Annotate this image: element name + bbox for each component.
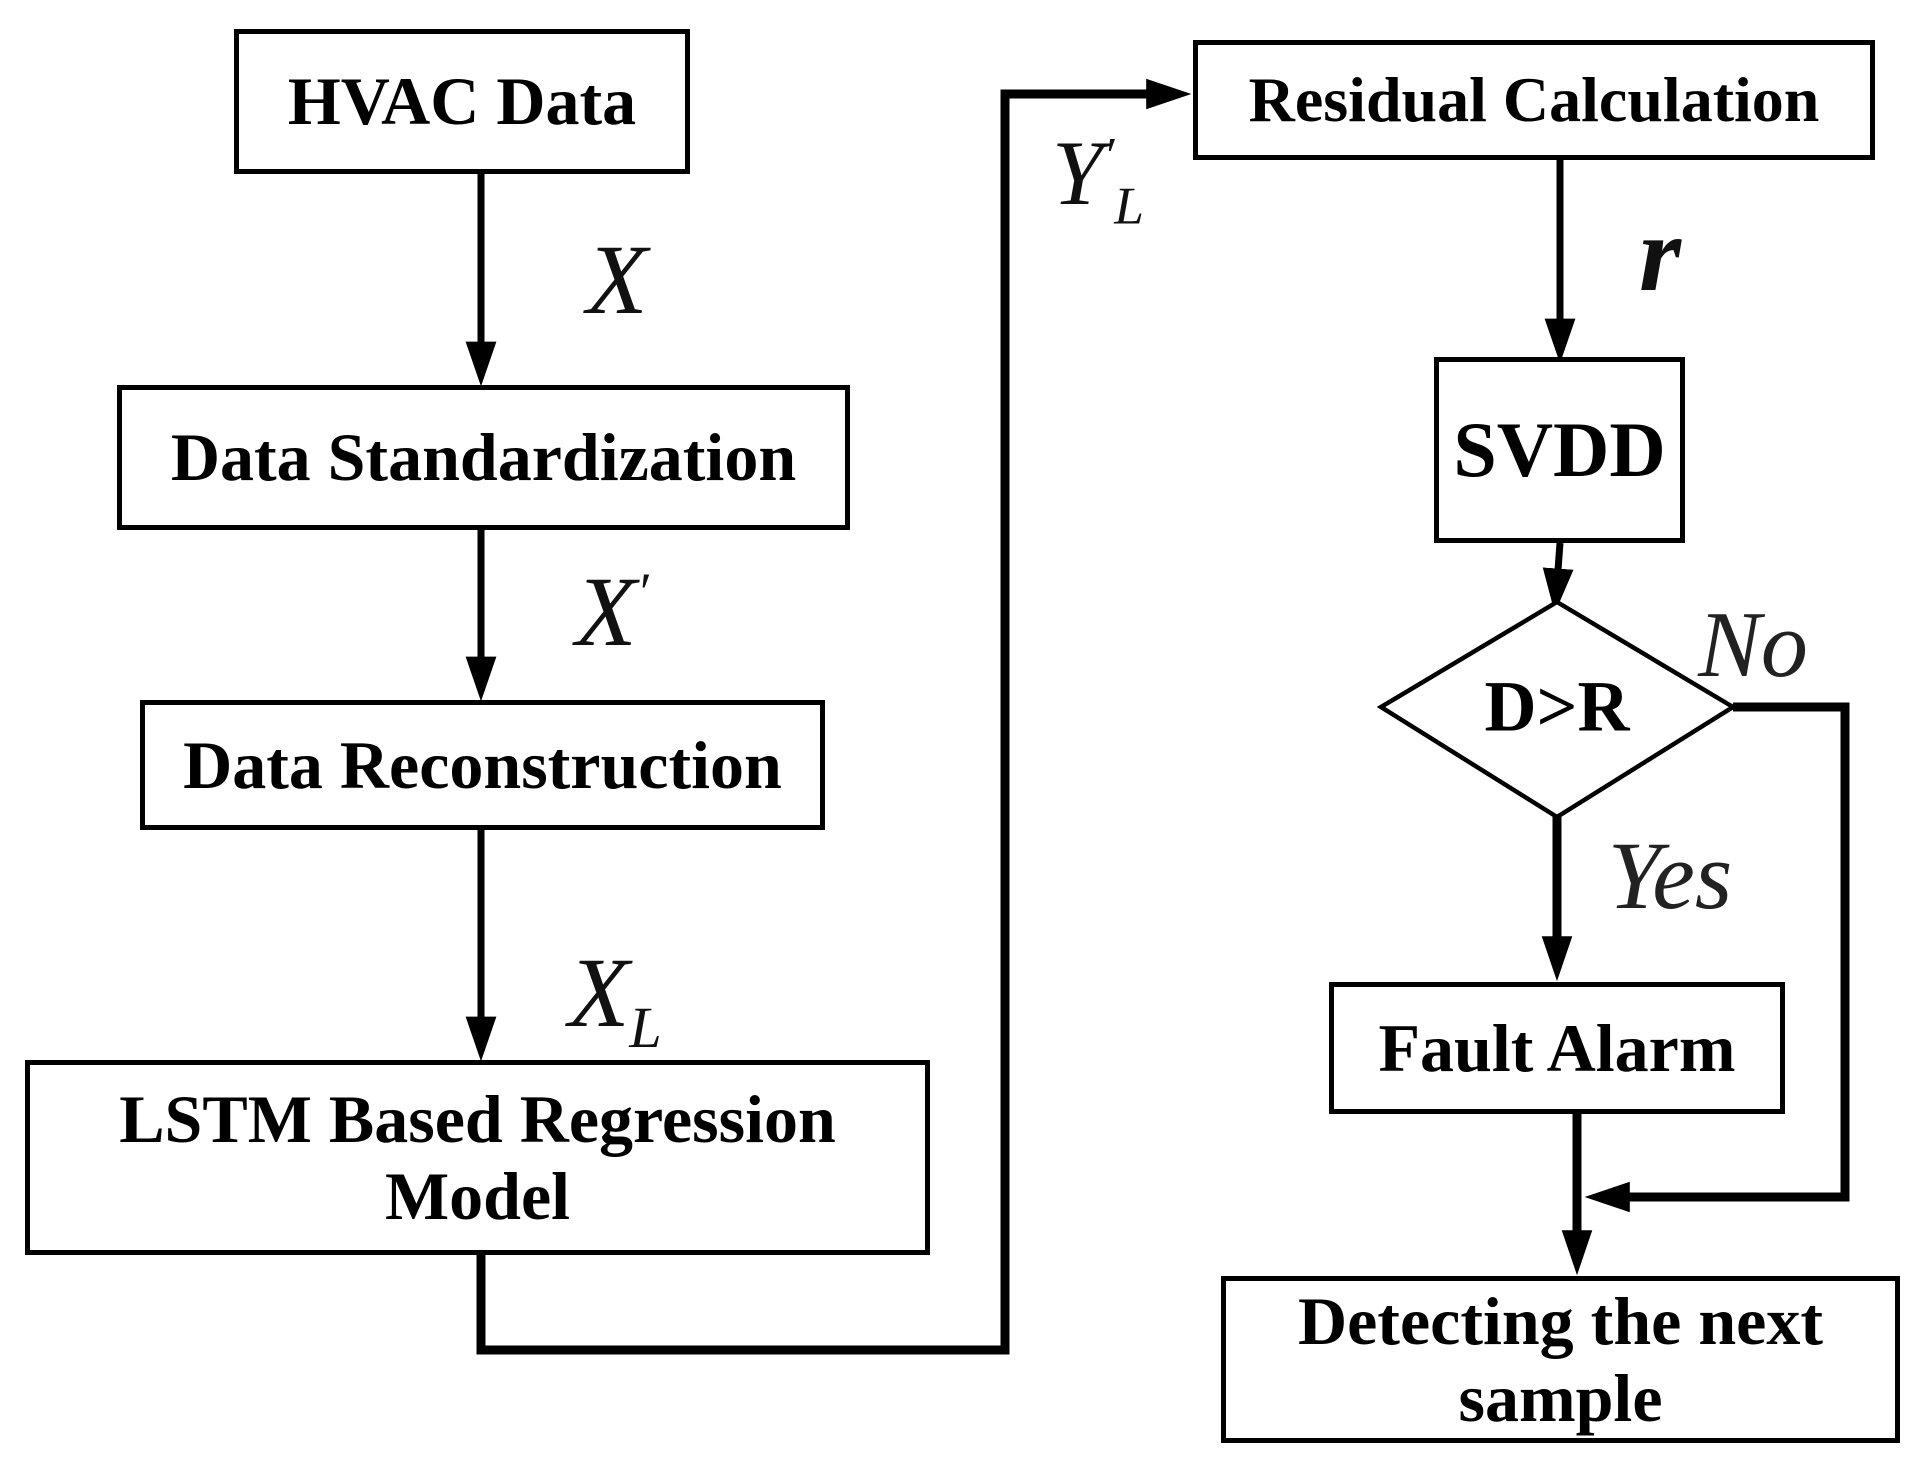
node-lstm-label-line2: Model [384, 1157, 571, 1234]
node-data-reconstruction-label: Data Reconstruction [183, 726, 782, 803]
node-fault-alarm-label: Fault Alarm [1378, 1009, 1736, 1086]
node-lstm-label-line1: LSTM Based Regression [119, 1081, 836, 1158]
node-lstm-regression-model: LSTM Based Regression Model [25, 1060, 930, 1255]
node-detecting-next-sample: Detecting the next sample [1221, 1276, 1900, 1443]
node-svdd: SVDD [1434, 357, 1685, 543]
node-fault-alarm: Fault Alarm [1329, 982, 1785, 1114]
decision-diamond-label: D>R [1484, 666, 1630, 747]
decision-diamond-shape [1376, 599, 1738, 820]
node-residual-calculation-label: Residual Calculation [1248, 64, 1820, 136]
node-residual-calculation: Residual Calculation [1193, 40, 1875, 160]
node-hvac-data-label: HVAC Data [287, 63, 637, 140]
edge-label-no: No [1698, 593, 1808, 697]
edge-decision-no-branch [1584, 702, 1850, 1213]
node-svdd-label: SVDD [1453, 406, 1666, 494]
edge-label-x-prime: X′ [575, 556, 649, 667]
edge-label-x-sub-l: XL [568, 937, 662, 1060]
node-hvac-data: HVAC Data [234, 29, 690, 174]
edge-label-y-prime-sub-l: Y′L [1052, 122, 1144, 236]
node-data-standardization: Data Standardization [117, 385, 850, 530]
edge-label-r: r [1638, 195, 1682, 314]
edge-lstm-to-residual [476, 78, 1192, 1355]
edge-label-yes: Yes [1607, 822, 1733, 929]
edge-svdd-to-decision [1542, 542, 1574, 614]
node-data-standardization-label: Data Standardization [170, 419, 797, 496]
edge-label-x: X [586, 224, 648, 335]
node-detecting-label-line2: sample [1458, 1359, 1663, 1436]
node-data-reconstruction: Data Reconstruction [140, 700, 825, 830]
node-detecting-label-line1: Detecting the next [1298, 1283, 1823, 1360]
